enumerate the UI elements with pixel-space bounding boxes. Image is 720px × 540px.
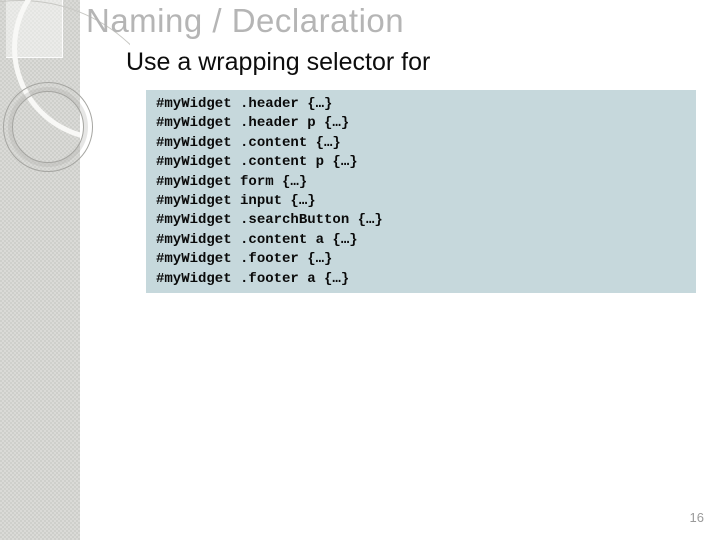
code-line: #myWidget .footer {…} [156, 251, 333, 268]
page-number: 16 [689, 510, 704, 525]
slide-title: Naming / Declaration [86, 2, 405, 39]
decor-corner-box [6, 0, 63, 58]
code-line: #myWidget .content {…} [156, 134, 341, 151]
code-line: #myWidget .searchButton {…} [156, 212, 383, 229]
code-line: #myWidget .footer a {…} [156, 270, 350, 287]
decor-ring-outer-circle [3, 82, 93, 172]
code-line: #myWidget .content a {…} [156, 231, 358, 248]
decor-side-strip [0, 0, 80, 540]
code-line: #myWidget .header {…} [156, 96, 333, 112]
decor-ring-inner-circle [12, 91, 84, 163]
code-line: #myWidget form {…} [156, 173, 308, 190]
slide-subtitle: Use a wrapping selector for [126, 48, 431, 76]
decor-ring-annulus [8, 87, 88, 167]
code-line: #myWidget .content p {…} [156, 154, 358, 171]
code-block: #myWidget .header {…} #myWidget .header p… [146, 90, 696, 293]
code-line: #myWidget .header p {…} [156, 115, 350, 132]
code-line: #myWidget input {…} [156, 193, 316, 210]
